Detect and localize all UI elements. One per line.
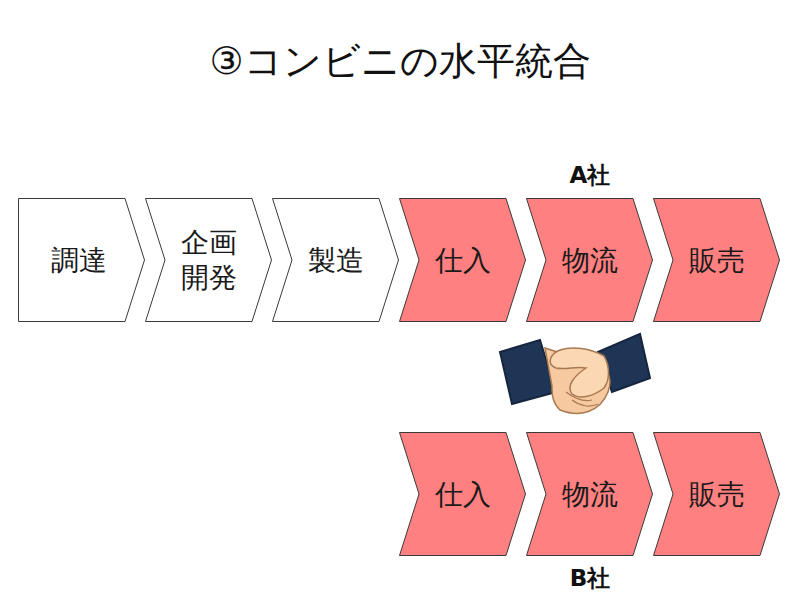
process-chevron: 物流: [526, 198, 653, 322]
process-chevron: 販売: [653, 432, 780, 556]
process-chevron: 製造: [272, 198, 399, 322]
process-chevron: 販売: [653, 198, 780, 322]
step-label: 仕入: [421, 436, 504, 552]
process-chevron: 調達: [18, 198, 145, 322]
finger-line: [566, 392, 598, 406]
chevron-outline: [145, 198, 272, 322]
step-label: 調達: [26, 202, 131, 318]
step-label: 物流: [548, 436, 631, 552]
company-label: B社: [550, 563, 630, 594]
step-label: 販売: [675, 436, 758, 552]
process-chevron: 企画 開発: [145, 198, 272, 322]
hand: [545, 348, 610, 413]
process-chevron: 仕入: [399, 432, 526, 556]
step-label: 販売: [675, 202, 758, 318]
diagram-title: ③コンビニの水平統合: [0, 36, 800, 87]
process-chevron: 仕入: [399, 198, 526, 322]
step-label: 仕入: [421, 202, 504, 318]
company-label: A社: [550, 160, 630, 191]
step-label: 物流: [548, 202, 631, 318]
step-label: 製造: [294, 202, 377, 318]
step-label: 企画 開発: [167, 202, 250, 318]
hand: [550, 348, 608, 397]
process-chevron: 物流: [526, 432, 653, 556]
